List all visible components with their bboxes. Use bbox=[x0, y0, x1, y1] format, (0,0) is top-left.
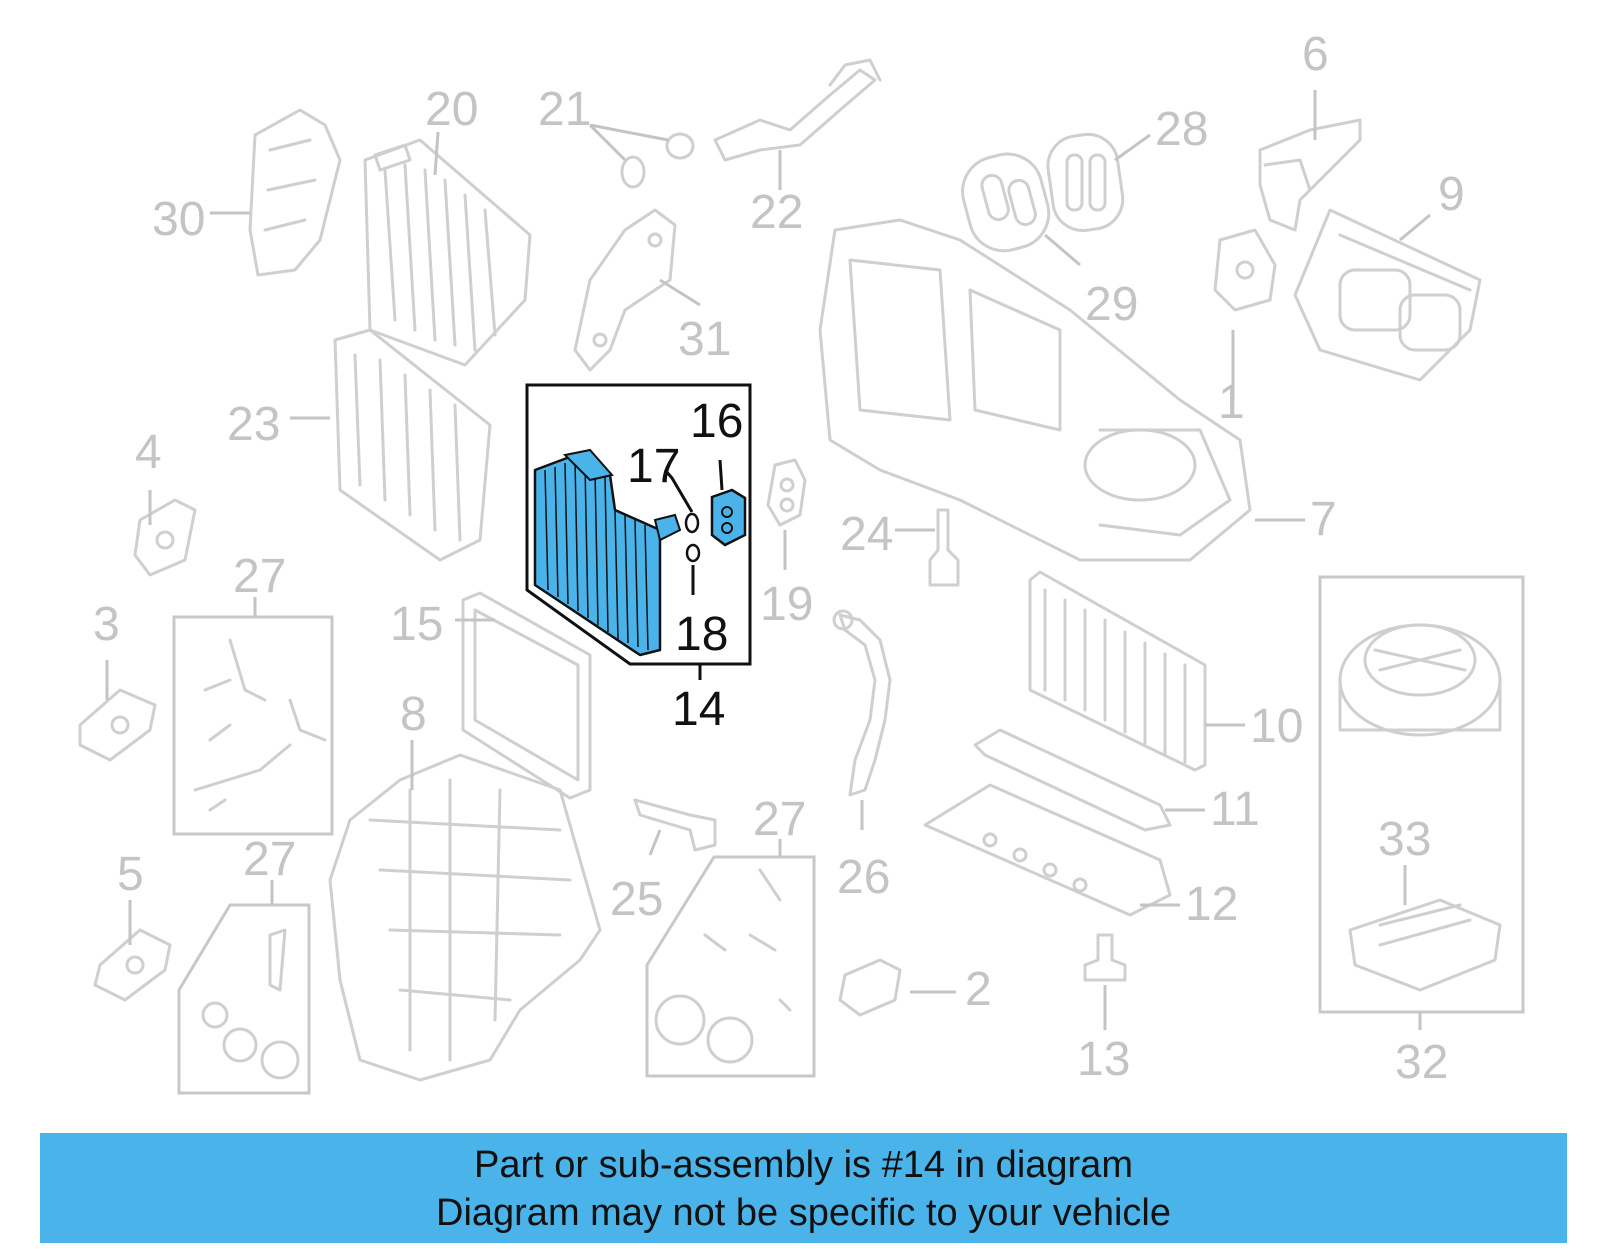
part-14-evaporator-assembly[interactable] bbox=[525, 383, 752, 666]
callout-24: 24 bbox=[840, 508, 893, 561]
callout-29: 29 bbox=[1085, 278, 1138, 331]
callout-13: 13 bbox=[1077, 1033, 1130, 1086]
part-32-blower-motor[interactable] bbox=[1338, 623, 1502, 737]
callout-18: 18 bbox=[675, 608, 728, 661]
part-19-grommet[interactable] bbox=[766, 458, 807, 527]
callout-33: 33 bbox=[1378, 813, 1431, 866]
callout-31: 31 bbox=[678, 313, 731, 366]
part-4-actuator[interactable] bbox=[133, 498, 197, 577]
caption-banner: Part or sub-assembly is #14 in diagram D… bbox=[40, 1133, 1567, 1243]
part-31-bracket[interactable] bbox=[573, 208, 677, 372]
leader-lines bbox=[105, 90, 1431, 1030]
part-9-blower-housing[interactable] bbox=[1293, 208, 1482, 382]
callout-2: 2 bbox=[965, 963, 992, 1016]
part-11-filter-cover[interactable] bbox=[973, 728, 1172, 832]
part-7-hvac-case[interactable] bbox=[818, 218, 1252, 562]
part-6-actuator[interactable] bbox=[1258, 118, 1362, 232]
callout-6: 6 bbox=[1302, 28, 1329, 81]
part-12-seal-plate[interactable] bbox=[923, 783, 1172, 917]
part-23-core[interactable] bbox=[333, 328, 492, 562]
callout-21: 21 bbox=[538, 83, 591, 136]
part-20-heater-core[interactable] bbox=[363, 138, 532, 367]
part-17-oring[interactable] bbox=[684, 512, 700, 534]
part-5-actuator[interactable] bbox=[93, 928, 172, 1002]
callout-5: 5 bbox=[117, 848, 144, 901]
callout-9: 9 bbox=[1438, 168, 1465, 221]
part-27-linkage-kit-right[interactable] bbox=[645, 855, 816, 1078]
part-25-sensor[interactable] bbox=[633, 798, 717, 852]
callout-16: 16 bbox=[690, 395, 743, 448]
part-21-orings[interactable] bbox=[620, 132, 695, 189]
part-26-drain-hose[interactable] bbox=[832, 609, 892, 797]
part-2-actuator[interactable] bbox=[838, 958, 902, 1017]
part-16-expansion-valve[interactable] bbox=[710, 488, 747, 547]
callout-19: 19 bbox=[760, 578, 813, 631]
part-28-seal[interactable] bbox=[1044, 131, 1127, 235]
part-8-distribution-housing[interactable] bbox=[328, 753, 602, 1082]
callout-27-bottom: 27 bbox=[243, 833, 296, 886]
callout-11: 11 bbox=[1210, 783, 1260, 836]
callout-12: 12 bbox=[1185, 878, 1238, 931]
part-15-frame[interactable] bbox=[461, 591, 592, 800]
callout-7: 7 bbox=[1310, 493, 1337, 546]
callout-22: 22 bbox=[750, 186, 803, 239]
part-27-linkage-kit-bottom[interactable] bbox=[177, 903, 311, 1095]
part-22-heater-pipes[interactable] bbox=[713, 58, 882, 162]
part-1-actuator[interactable] bbox=[1213, 228, 1277, 312]
part-24-fitting[interactable] bbox=[928, 508, 960, 587]
callout-8: 8 bbox=[400, 688, 427, 741]
caption-line-2: Diagram may not be specific to your vehi… bbox=[436, 1192, 1171, 1234]
callout-23: 23 bbox=[227, 398, 280, 451]
callout-4: 4 bbox=[135, 426, 162, 479]
part-18-oring[interactable] bbox=[685, 543, 701, 563]
callout-10: 10 bbox=[1250, 700, 1303, 753]
callout-17: 17 bbox=[627, 440, 680, 493]
part-3-actuator[interactable] bbox=[78, 688, 157, 762]
part-33-resistor[interactable] bbox=[1348, 898, 1502, 992]
callout-25: 25 bbox=[610, 873, 663, 926]
part-30-bracket[interactable] bbox=[248, 108, 342, 277]
part-10-cabin-filter[interactable] bbox=[1028, 570, 1207, 772]
callout-14: 14 bbox=[672, 683, 725, 736]
part-29-seal[interactable] bbox=[955, 146, 1057, 258]
part-14-box bbox=[525, 383, 752, 666]
callout-26: 26 bbox=[837, 851, 890, 904]
callout-30: 30 bbox=[152, 193, 205, 246]
callout-labels: 1 2 3 4 5 6 7 8 9 10 11 12 13 14 15 16 1… bbox=[93, 28, 1465, 1089]
part-27-linkage-kit-left[interactable] bbox=[172, 615, 334, 836]
callout-20: 20 bbox=[425, 83, 478, 136]
callout-15: 15 bbox=[390, 598, 443, 651]
callout-28: 28 bbox=[1155, 103, 1208, 156]
callout-27-right: 27 bbox=[753, 793, 806, 846]
part-14-evaporator-core[interactable] bbox=[533, 448, 682, 657]
part-13-clip[interactable] bbox=[1083, 933, 1127, 982]
caption-line-1: Part or sub-assembly is #14 in diagram bbox=[474, 1144, 1133, 1186]
callout-1: 1 bbox=[1218, 376, 1245, 429]
callout-27-left: 27 bbox=[233, 550, 286, 603]
part-32-blower-kit[interactable] bbox=[1318, 575, 1525, 1014]
callout-32: 32 bbox=[1395, 1036, 1448, 1089]
callout-3: 3 bbox=[93, 598, 120, 651]
